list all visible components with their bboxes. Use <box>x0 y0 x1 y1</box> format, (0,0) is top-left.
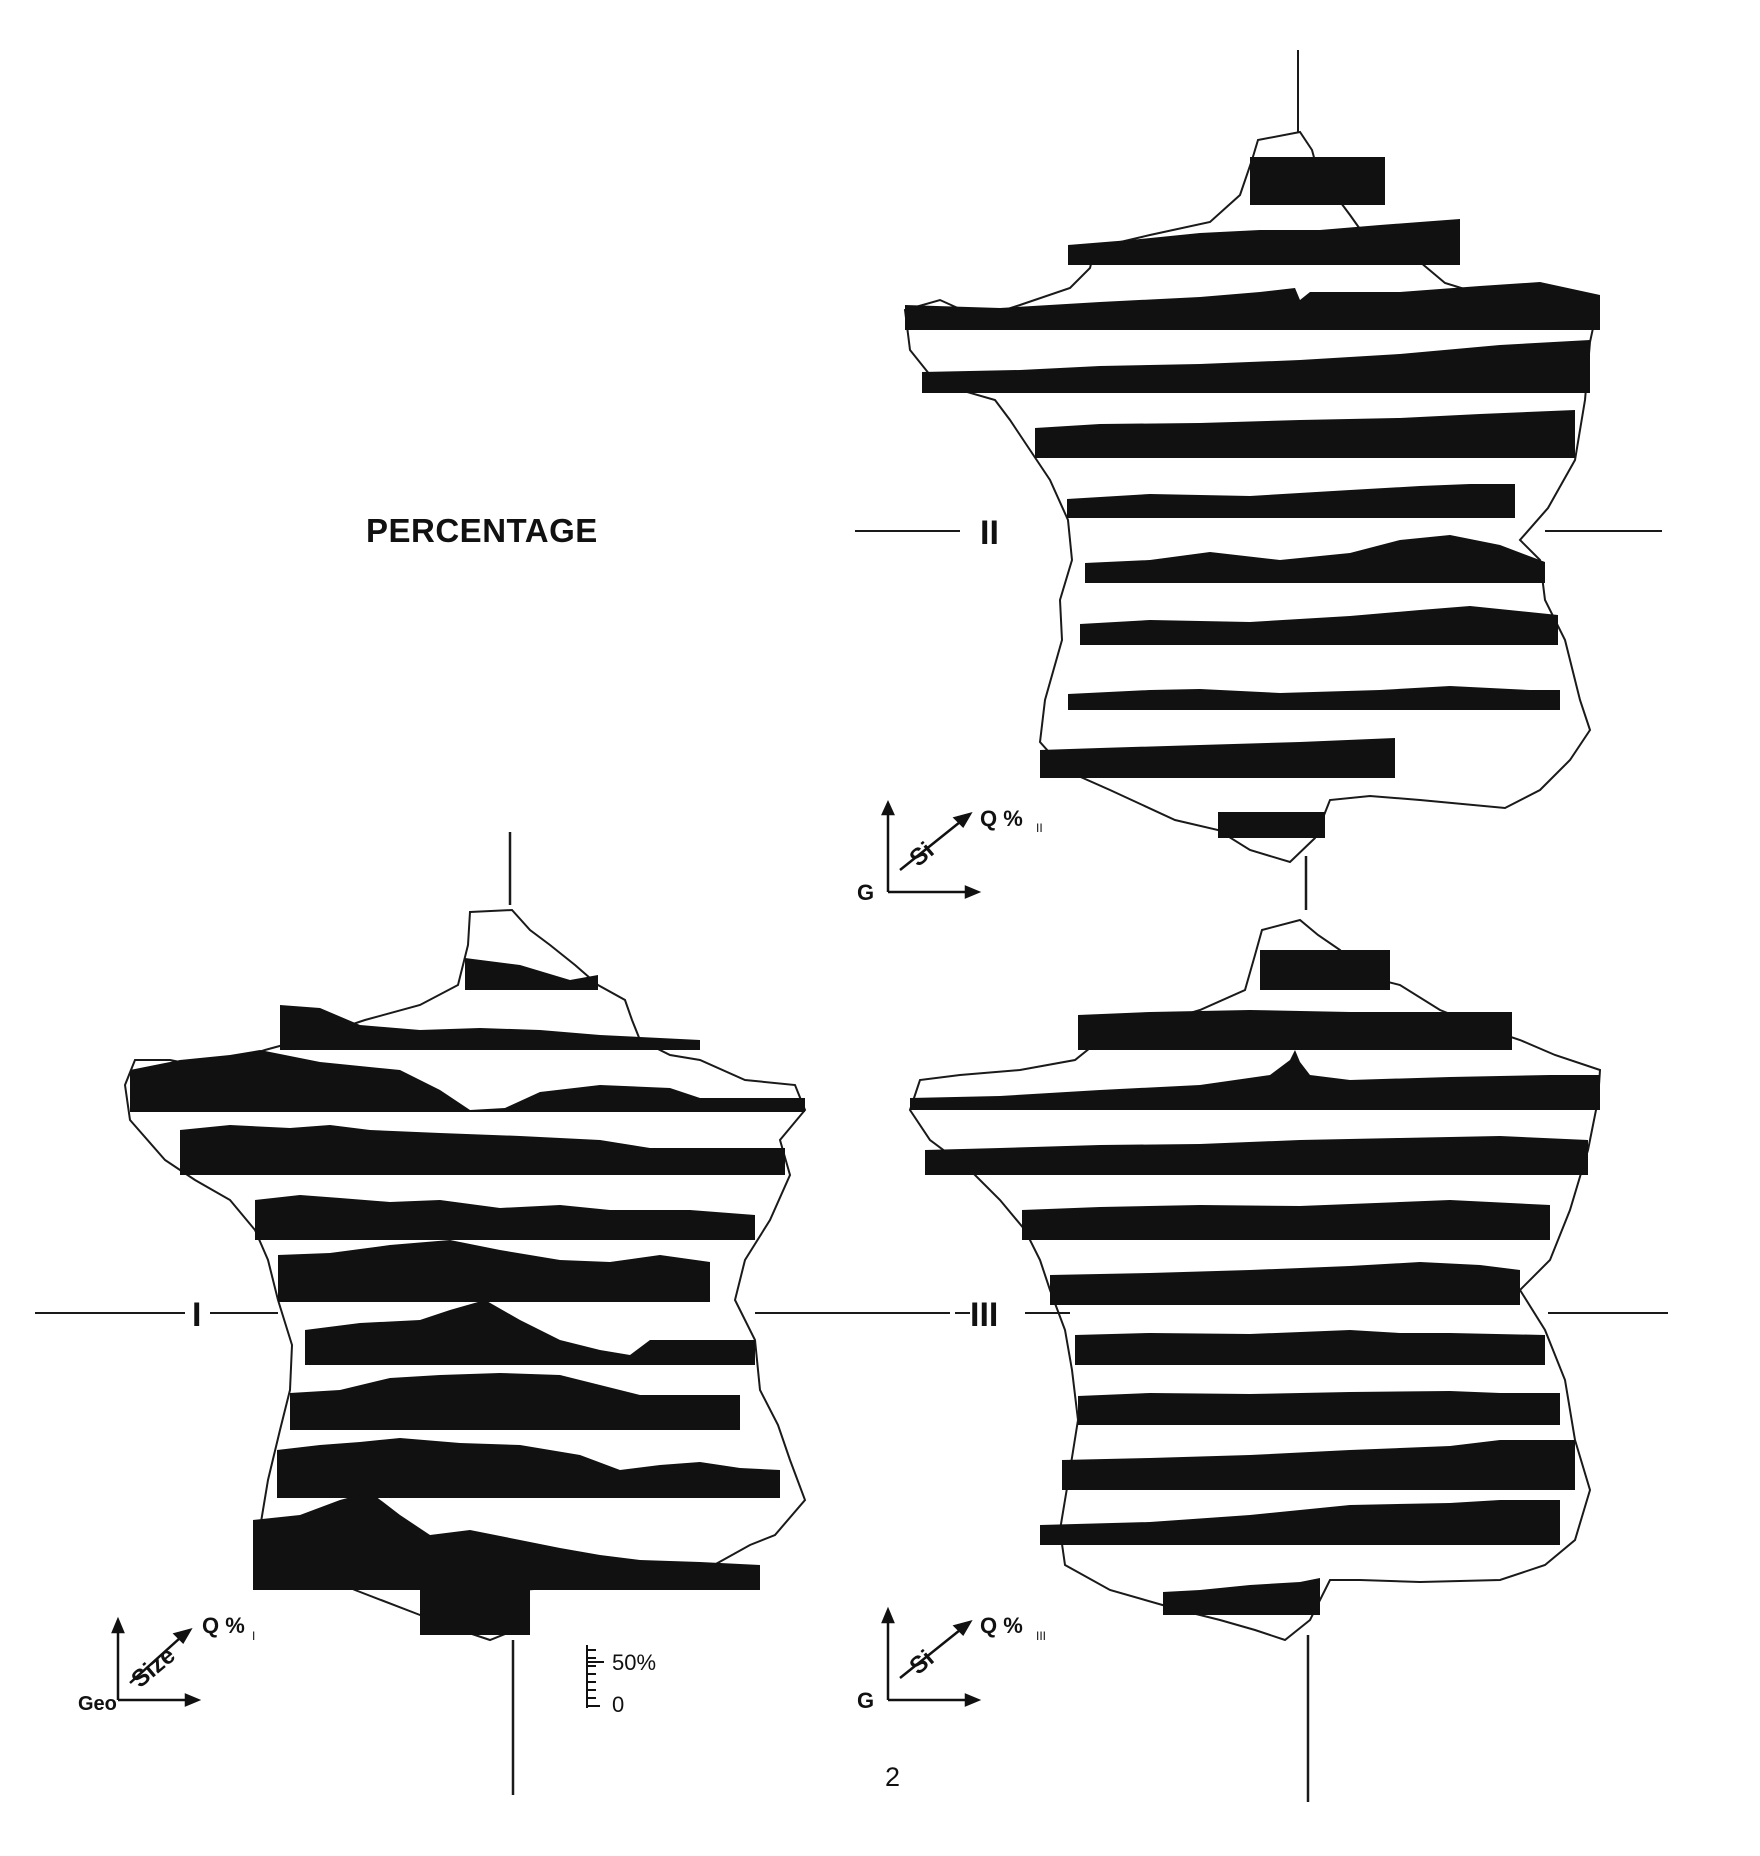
band <box>1078 1010 1512 1050</box>
map-iii: III G Si Q % III <box>857 918 1668 1802</box>
band <box>1078 1391 1560 1425</box>
map-i-bands <box>130 958 805 1635</box>
map-i-scale-bar <box>586 1645 604 1708</box>
map-ii-bands <box>905 157 1600 838</box>
map-iii-axis-q-sub: III <box>1036 1629 1046 1643</box>
map-ii-label: II <box>980 514 999 552</box>
map-iii-axis-q: Q % <box>980 1613 1023 1638</box>
band <box>925 1136 1588 1175</box>
band <box>420 1585 530 1635</box>
map-ii-axis-key <box>881 799 982 899</box>
map-i-scale-max: 50% <box>612 1650 656 1675</box>
band <box>255 1195 755 1240</box>
map-i-scale-zero: 0 <box>612 1692 624 1717</box>
band <box>1035 410 1575 458</box>
band <box>1068 686 1560 710</box>
band <box>1067 484 1515 518</box>
band <box>130 1050 805 1112</box>
map-i-label: I <box>192 1296 201 1334</box>
map-iii-label: III <box>970 1296 998 1334</box>
map-i-axis-key <box>111 1616 202 1707</box>
map-iii-bands <box>910 950 1600 1615</box>
map-iii-outline <box>908 918 1602 1642</box>
band <box>305 1300 755 1365</box>
band <box>1068 219 1460 265</box>
map-i-axis-size: Size <box>126 1642 180 1694</box>
band <box>1080 606 1558 645</box>
band <box>922 340 1590 393</box>
band <box>1250 157 1385 205</box>
map-i-axis-q: Q % <box>202 1613 245 1638</box>
map-ii: II G Si Q % II <box>855 50 1662 910</box>
map-iii-axis-g: G <box>857 1688 874 1713</box>
band <box>910 1050 1600 1110</box>
band <box>1075 1330 1545 1365</box>
band <box>1062 1440 1575 1490</box>
figure-title: PERCENTAGE <box>366 512 598 549</box>
page-number: 2 <box>885 1762 901 1792</box>
band <box>1163 1578 1320 1615</box>
band <box>280 1005 700 1050</box>
band <box>290 1373 740 1430</box>
band <box>1085 535 1545 583</box>
band <box>278 1240 710 1302</box>
band <box>253 1492 760 1590</box>
map-i-axis-g: Geo <box>78 1693 117 1715</box>
band <box>1260 950 1390 990</box>
band <box>277 1438 780 1498</box>
band <box>465 958 598 990</box>
band <box>1022 1200 1550 1240</box>
band <box>1040 738 1395 778</box>
band <box>905 282 1600 330</box>
band <box>1218 812 1325 838</box>
band <box>1040 1500 1560 1545</box>
map-i: I 50% 0 <box>35 832 950 1795</box>
map-ii-axis-q: Q % <box>980 806 1023 831</box>
map-ii-axis-q-sub: II <box>1036 821 1043 835</box>
band <box>180 1125 785 1175</box>
band <box>1050 1262 1520 1305</box>
map-i-axis-q-sub: I <box>252 1629 255 1643</box>
map-iii-axis-key <box>881 1606 982 1707</box>
map-ii-axis-g: G <box>857 880 874 905</box>
